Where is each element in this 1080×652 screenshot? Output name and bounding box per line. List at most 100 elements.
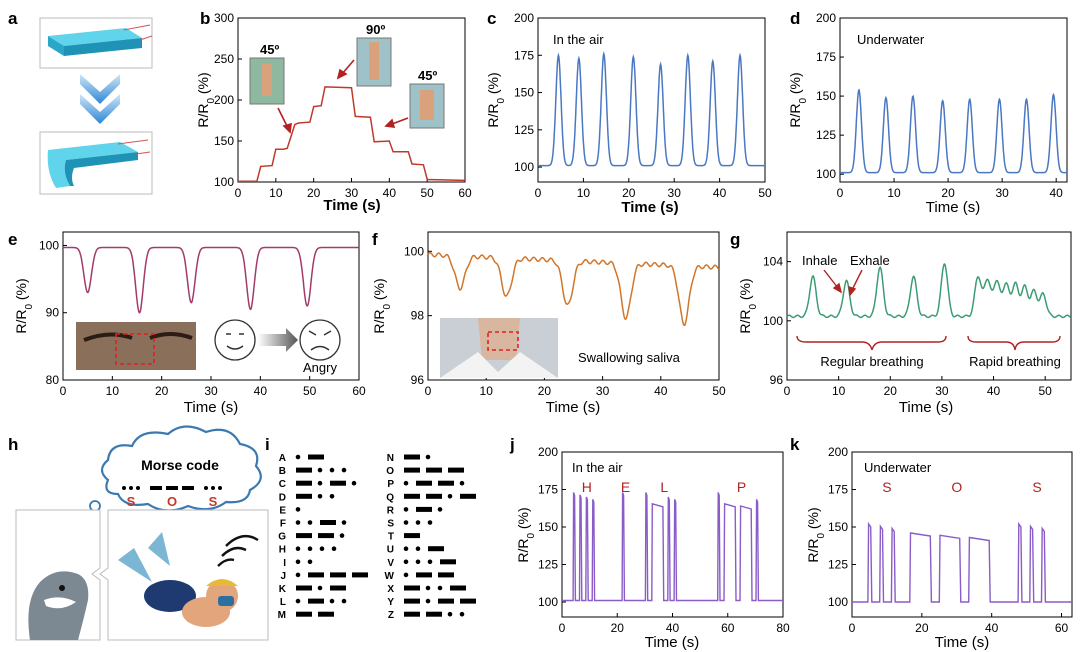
- morse-dot: [403, 520, 409, 525]
- letter-label: P: [737, 479, 746, 495]
- morse-dot: [341, 467, 347, 473]
- morse-dash: [416, 480, 432, 486]
- y-tick-label: 175: [514, 48, 534, 62]
- morse-dot: [295, 454, 301, 460]
- y-tick-label: 100: [514, 160, 534, 174]
- morse-letter: W: [385, 571, 395, 582]
- x-label-b: Time (s): [323, 197, 380, 214]
- x-tick-label: 20: [611, 621, 625, 635]
- y-tick-label: 125: [538, 558, 558, 572]
- x-tick-label: 0: [535, 186, 542, 200]
- morse-dash: [308, 598, 324, 604]
- annotation-exhale: Exhale: [850, 253, 890, 268]
- x-tick-label: 0: [559, 621, 566, 635]
- morse-letter: B: [279, 466, 286, 477]
- morse-dot: [403, 480, 409, 486]
- x-tick-label: 30: [668, 186, 682, 200]
- y-label-f: R/R0 (%): [371, 278, 393, 333]
- y-tick-label: 100: [816, 167, 836, 181]
- x-label-d: Time (s): [926, 199, 980, 216]
- morse-dash: [426, 611, 442, 617]
- morse-dash: [318, 611, 334, 617]
- morse-dash: [448, 467, 464, 473]
- x-tick-label: 60: [721, 621, 735, 635]
- morse-dot: [329, 598, 335, 604]
- letter-label: O: [951, 479, 962, 495]
- y-label-g: R/R0 (%): [737, 278, 759, 333]
- brace-regular: [796, 335, 947, 351]
- morse-dash: [330, 572, 346, 578]
- shark-icon: [28, 571, 89, 640]
- x-label-f: Time (s): [546, 399, 600, 416]
- panel-label-i: i: [265, 435, 270, 454]
- y-tick-label: 90: [46, 306, 60, 320]
- morse-letter: K: [279, 584, 287, 595]
- x-tick-label: 50: [420, 186, 434, 200]
- series-line-e: [63, 246, 359, 314]
- morse-dot: [295, 546, 301, 551]
- letter-label: L: [660, 479, 668, 495]
- morse-dash: [308, 572, 324, 578]
- morse-dot: [403, 559, 409, 565]
- x-tick-label: 10: [269, 186, 283, 200]
- x-tick-label: 20: [915, 621, 929, 635]
- x-tick-label: 0: [784, 384, 791, 398]
- morse-dot: [295, 559, 301, 565]
- morse-dash: [296, 480, 312, 486]
- morse-letter: D: [279, 492, 286, 503]
- x-tick-label: 10: [832, 384, 846, 398]
- morse-letter: A: [279, 453, 286, 464]
- morse-letter: X: [387, 584, 394, 595]
- morse-dot: [307, 559, 313, 565]
- series-line-c: [538, 50, 765, 167]
- morse-dot: [317, 494, 323, 499]
- morse-code-title: Morse code: [141, 457, 219, 473]
- panel-label-f: f: [372, 230, 378, 249]
- morse-letter: H: [279, 545, 286, 556]
- y-label-k: R/R0 (%): [805, 507, 827, 562]
- panel-label-j: j: [509, 435, 515, 454]
- y-tick-label: 98: [411, 309, 425, 323]
- x-tick-label: 30: [935, 384, 949, 398]
- morse-dot: [425, 598, 431, 604]
- neck-photo-icon: [440, 318, 558, 378]
- morse-letter: R: [387, 505, 395, 516]
- morse-dot: [329, 494, 335, 499]
- morse-dot: [307, 546, 313, 551]
- panel-a-illustration: [39, 17, 153, 195]
- x-tick-label: 10: [577, 186, 591, 200]
- x-tick-label: 40: [666, 621, 680, 635]
- series-line-b: [238, 86, 466, 182]
- diver-icon: [118, 532, 238, 627]
- x-tick-label: 10: [887, 186, 901, 200]
- morse-dash: [404, 585, 420, 591]
- y-tick-label: 200: [214, 93, 234, 107]
- x-tick-label: 0: [849, 621, 856, 635]
- annotation-regular: Regular breathing: [820, 354, 923, 369]
- panel-label-e: e: [8, 230, 17, 249]
- chart-title-k: Underwater: [864, 460, 932, 475]
- x-tick-label: 40: [254, 384, 268, 398]
- morse-dash: [438, 480, 454, 486]
- panel-label-c: c: [487, 9, 496, 28]
- x-tick-label: 30: [995, 186, 1009, 200]
- morse-dash: [352, 572, 368, 578]
- morse-dash: [460, 598, 476, 604]
- morse-dash: [296, 585, 312, 591]
- morse-letter: Q: [386, 492, 394, 503]
- y-tick-label: 200: [514, 11, 534, 25]
- morse-letter: F: [280, 519, 286, 530]
- letter-label: H: [582, 479, 592, 495]
- legend-text-e: Angry: [303, 360, 337, 375]
- y-tick-label: 150: [214, 134, 234, 148]
- y-tick-label: 300: [214, 11, 234, 25]
- sos-letter-3: S: [209, 494, 218, 509]
